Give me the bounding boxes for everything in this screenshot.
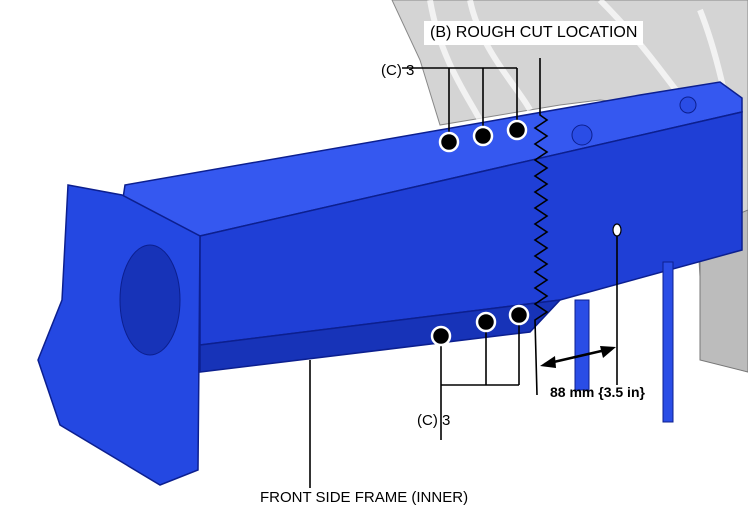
dimension-label: 88 mm {3.5 in} [550, 384, 645, 400]
weld-points-lower-label: (C) 3 [417, 412, 451, 429]
rough-cut-label: (B) ROUGH CUT LOCATION [424, 21, 644, 45]
leader-lines [309, 58, 618, 488]
weld-points-upper-label: (C) 3 [381, 62, 415, 79]
dimension-arrow [540, 346, 616, 368]
front-side-frame [37, 81, 743, 486]
part-name-label: FRONT SIDE FRAME (INNER) [260, 489, 469, 506]
rough-cut-zigzag [533, 58, 549, 396]
weld-points [430, 119, 530, 347]
